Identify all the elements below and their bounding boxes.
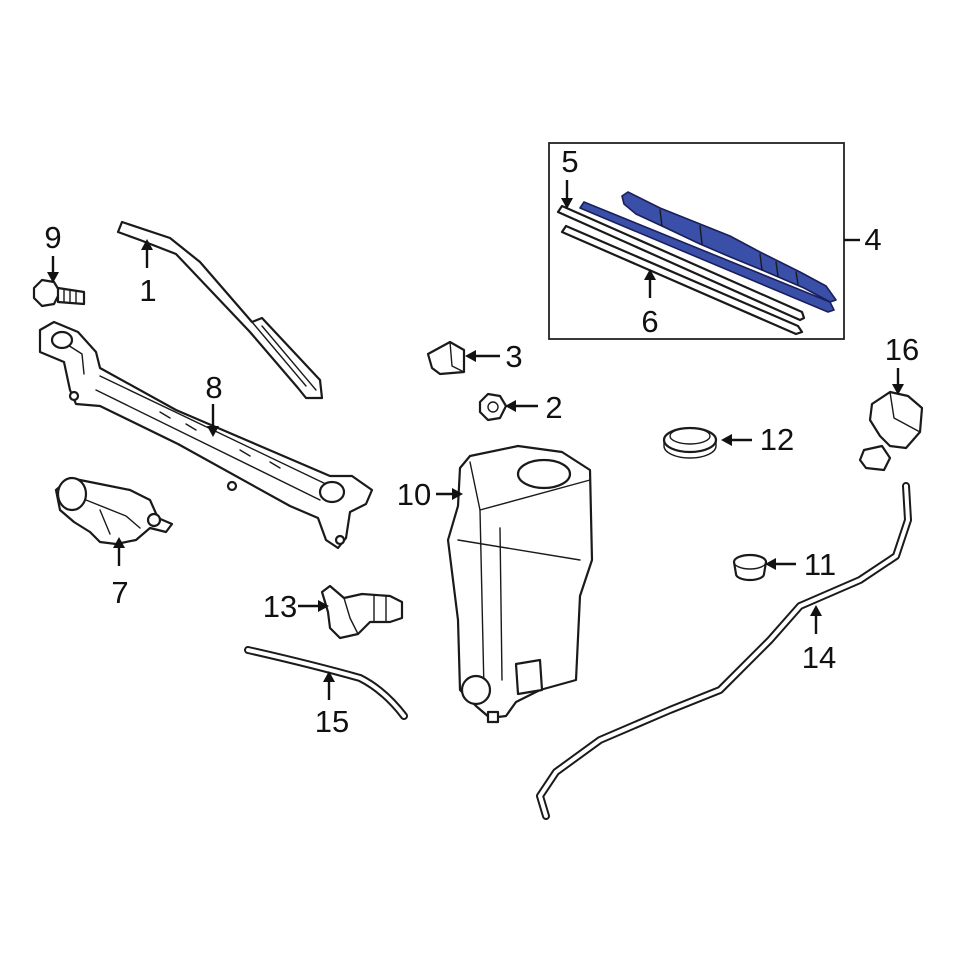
callout-9: 9 — [44, 220, 61, 255]
callout-8: 8 — [205, 370, 222, 405]
callout-15: 15 — [315, 704, 349, 739]
part-long-hose — [536, 482, 912, 820]
callout-6: 6 — [641, 304, 658, 339]
callout-10: 10 — [397, 477, 431, 512]
part-washer-nozzle — [858, 390, 924, 472]
part-washer-reservoir — [446, 444, 594, 724]
part-short-hose — [244, 646, 408, 720]
callout-arrows — [47, 180, 904, 700]
part-wiper-linkage — [38, 320, 374, 550]
callout-11: 11 — [804, 547, 836, 582]
callout-3: 3 — [505, 339, 522, 374]
part-grommet — [732, 553, 768, 582]
callout-2: 2 — [545, 390, 562, 425]
part-arm-cap — [426, 340, 466, 376]
part-bolt — [32, 278, 86, 308]
callout-14: 14 — [802, 640, 836, 675]
callout-7: 7 — [111, 575, 128, 610]
part-wiper-motor — [54, 476, 174, 546]
callout-13: 13 — [263, 589, 297, 624]
callout-5: 5 — [561, 144, 578, 179]
callout-16: 16 — [885, 332, 919, 367]
callout-4: 4 — [864, 222, 881, 257]
blade-detail-box — [548, 142, 845, 340]
part-nut — [478, 392, 508, 422]
callout-1: 1 — [139, 273, 156, 308]
part-washer-pump — [320, 584, 404, 640]
part-seal-ring — [662, 426, 718, 459]
callout-12: 12 — [760, 422, 794, 457]
